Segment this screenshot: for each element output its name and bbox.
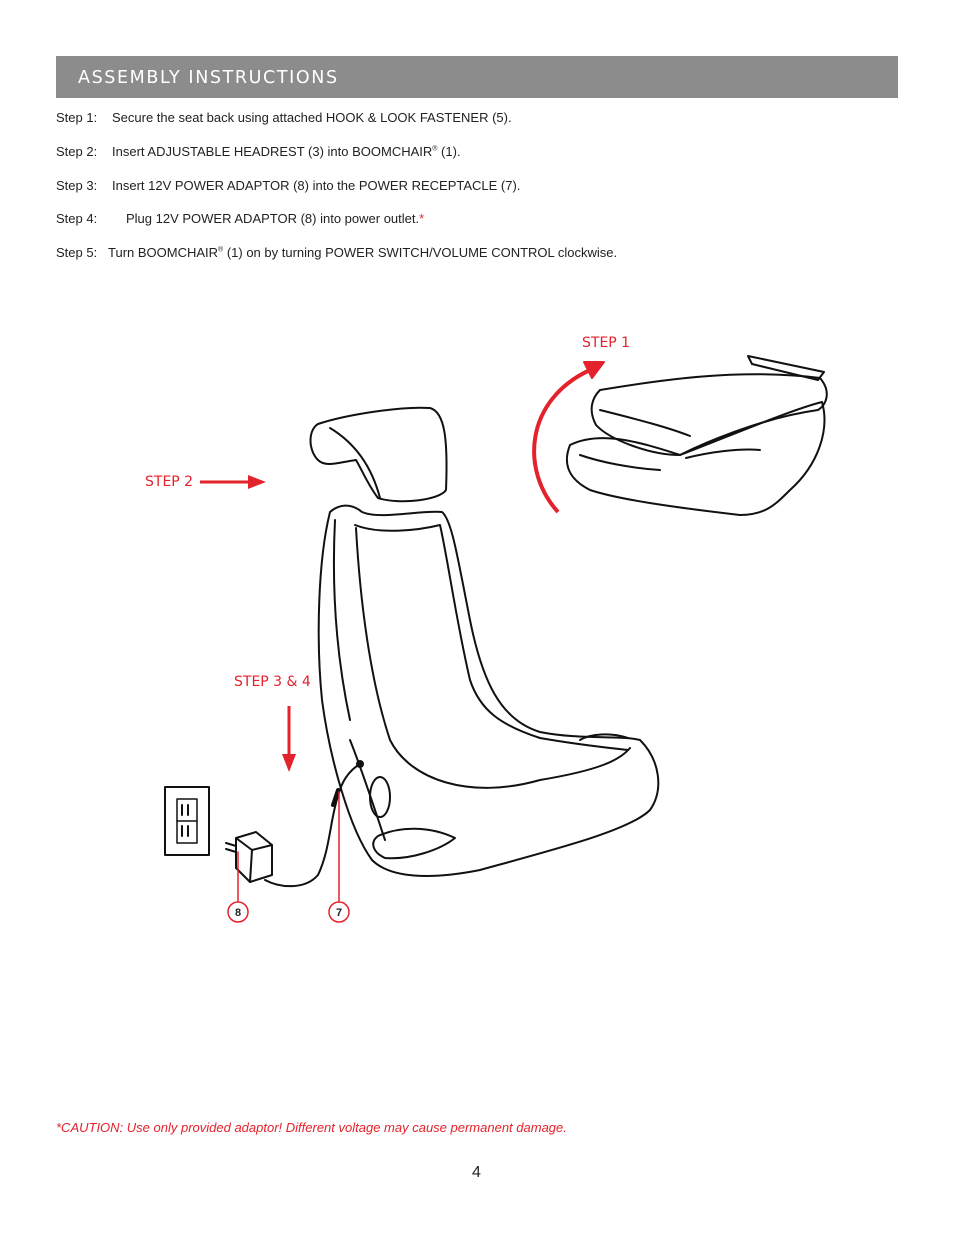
part-8-badge: 8 bbox=[227, 901, 249, 923]
step-5: Step 5: Turn BOOMCHAIR® (1) on by turning… bbox=[56, 245, 617, 260]
seat-back-cushion bbox=[565, 355, 828, 516]
step-text-end: (1). bbox=[437, 144, 461, 159]
step-label: Step 3: bbox=[56, 178, 98, 193]
step-text: Turn BOOMCHAIR bbox=[108, 245, 219, 260]
chair-body bbox=[317, 504, 660, 877]
section-title: ASSEMBLY INSTRUCTIONS bbox=[78, 68, 339, 88]
part-7-number: 7 bbox=[336, 907, 342, 919]
step-4: Step 4: Plug 12V POWER ADAPTOR (8) into p… bbox=[56, 211, 424, 226]
step-3-4-arrow bbox=[282, 706, 296, 772]
step-3-4-callout: STEP 3 & 4 bbox=[234, 674, 311, 690]
step-text: Secure the seat back using attached HOOK… bbox=[112, 110, 512, 125]
step-text: Insert ADJUSTABLE HEADREST (3) into BOOM… bbox=[112, 144, 433, 159]
headrest bbox=[309, 406, 448, 503]
power-adaptor bbox=[225, 831, 273, 883]
step-1: Step 1: Secure the seat back using attach… bbox=[56, 110, 512, 125]
wall-outlet bbox=[164, 786, 210, 856]
step-text: Insert 12V POWER ADAPTOR (8) into the PO… bbox=[112, 178, 521, 193]
step-2: Step 2: Insert ADJUSTABLE HEADREST (3) in… bbox=[56, 144, 461, 159]
caution-note: *CAUTION: Use only provided adaptor! Dif… bbox=[56, 1120, 567, 1135]
part-8-number: 8 bbox=[235, 907, 241, 919]
step-label: Step 5: bbox=[56, 245, 98, 260]
page-number: 4 bbox=[472, 1164, 481, 1181]
step-text-end: (1) on by turning POWER SWITCH/VOLUME CO… bbox=[223, 245, 618, 260]
step-2-callout: STEP 2 bbox=[145, 474, 194, 490]
step-1-arrow bbox=[532, 361, 605, 514]
section-header-bar: ASSEMBLY INSTRUCTIONS bbox=[56, 56, 898, 98]
step-text: Plug 12V POWER ADAPTOR (8) into power ou… bbox=[126, 211, 420, 226]
step-2-arrow bbox=[200, 475, 266, 489]
step-label: Step 2: bbox=[56, 144, 98, 159]
step-1-callout: STEP 1 bbox=[582, 335, 631, 351]
step-label: Step 1: bbox=[56, 110, 98, 125]
power-cable bbox=[264, 763, 361, 888]
step-label: Step 4: bbox=[56, 211, 98, 226]
caution-asterisk: * bbox=[419, 211, 425, 226]
part-7-badge: 7 bbox=[328, 901, 350, 923]
step-3: Step 3: Insert 12V POWER ADAPTOR (8) into… bbox=[56, 178, 520, 193]
registered-mark: ® bbox=[218, 246, 224, 254]
registered-mark: ® bbox=[432, 145, 438, 153]
